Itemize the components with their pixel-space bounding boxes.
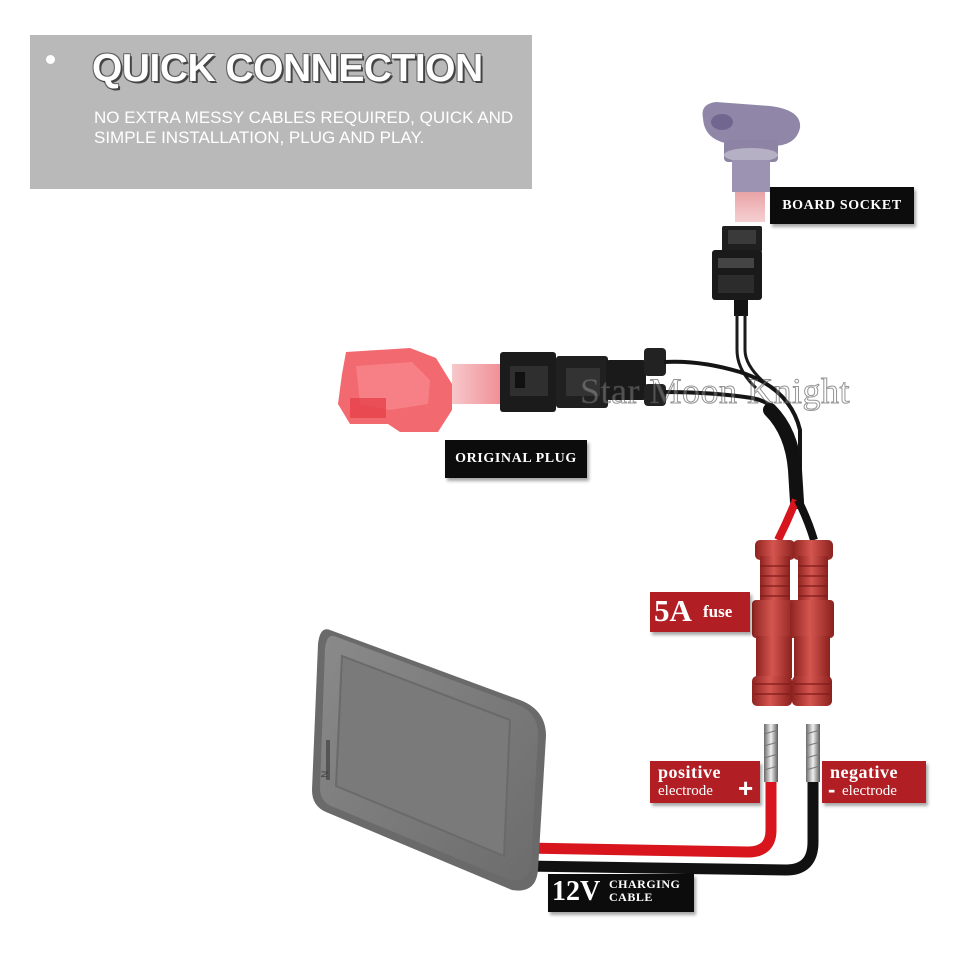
fuse-word: fuse <box>703 602 733 621</box>
page-subtitle: NO EXTRA MESSY CABLES REQUIRED, QUICK AN… <box>94 108 514 147</box>
fuse-rating: 5A <box>654 593 692 628</box>
charging-cable-label: 12V CHARGING CABLE <box>548 874 694 912</box>
bullet-icon <box>46 55 55 64</box>
socket-connector-icon <box>712 226 762 316</box>
svg-text:N: N <box>320 770 331 778</box>
negative-label-top: negative <box>830 762 898 782</box>
board-socket-label: BOARD SOCKET <box>770 187 914 224</box>
positive-label-top: positive <box>658 762 722 782</box>
plus-sign-icon: + <box>738 773 754 803</box>
watermark: Star Moon Knight <box>579 371 851 412</box>
device-icon: N <box>312 629 546 891</box>
original-plug-label: ORIGINAL PLUG <box>445 440 587 478</box>
positive-electrode-label: positive electrode + <box>650 761 760 803</box>
bare-wire-positive-icon <box>763 724 779 782</box>
original-plug-icon <box>338 348 504 432</box>
board-socket-icon <box>702 102 801 222</box>
cable-word-line1: CHARGING <box>609 877 681 891</box>
minus-sign-icon: - <box>828 777 836 802</box>
fuse-label: 5A fuse <box>650 592 750 632</box>
bare-wire-negative-icon <box>805 724 821 782</box>
positive-label-bottom: electrode <box>658 783 713 799</box>
cable-word: CHARGING CABLE <box>609 878 680 904</box>
plug-connector-icon <box>500 348 666 412</box>
negative-electrode-label: negative - electrode <box>822 761 926 803</box>
cable-word-line2: CABLE <box>609 890 653 904</box>
fuse-holder-left-icon <box>752 540 796 706</box>
header-panel: QUICK CONNECTION NO EXTRA MESSY CABLES R… <box>30 35 532 189</box>
fuse-holder-right-icon <box>790 540 834 706</box>
cable-voltage: 12V <box>552 876 601 907</box>
negative-label-bottom: electrode <box>842 783 897 799</box>
page-title: QUICK CONNECTION <box>92 47 483 90</box>
